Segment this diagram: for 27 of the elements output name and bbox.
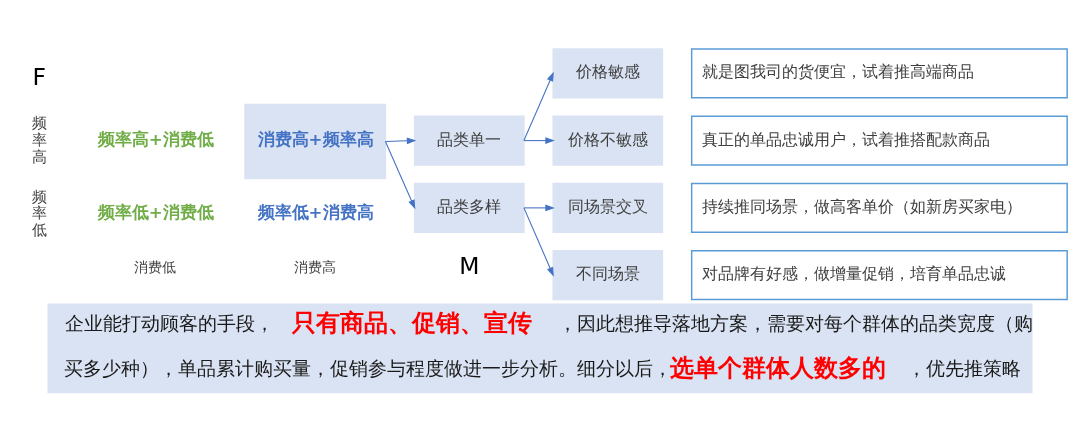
- node-box: 品类多样: [413, 182, 525, 233]
- label: 频率低+消费低: [97, 202, 214, 222]
- arrow: [523, 136, 555, 144]
- node-box: 消费高+频率高: [244, 103, 387, 179]
- label: 消费低: [134, 258, 177, 275]
- label: F: [32, 62, 46, 91]
- label: 频率高: [31, 113, 47, 165]
- label: M: [459, 251, 480, 280]
- node-box: 不同场景: [552, 249, 664, 300]
- node-box: 就是图我司的货便宜，试着推高端商品: [690, 47, 1068, 98]
- label: 频率低: [31, 187, 47, 238]
- node-box: 真正的单品忠诚用户，试着推搭配款商品: [690, 114, 1068, 166]
- caption: 企业能打动顾客的手段，只有商品、促销、宣传，因此想推导落地方案，需要对每个群体的品类宽度（购买多少种），单品累计购买量，促销参与程度做进一步分析。细分以后，选单个群体人数多的，优先推策略: [63, 307, 1033, 382]
- label: 消费高: [294, 258, 337, 275]
- node-box: 对品牌有好感，做增量促销，培育单品忠诚: [690, 249, 1068, 300]
- node-box: 同场景交叉: [552, 182, 664, 233]
- node-box: 持续推同场景，做高客单价（如新房买家电）: [690, 182, 1068, 233]
- arrow: [384, 137, 417, 144]
- arrow: [523, 71, 554, 141]
- arrow: [384, 140, 416, 209]
- label: 频率高+消费低: [97, 129, 214, 149]
- arrow: [523, 204, 555, 211]
- node-box: 价格敏感: [552, 47, 664, 98]
- label: 频率低+消费高: [257, 202, 374, 222]
- node-box: 价格不敏感: [552, 114, 664, 166]
- node-box: 品类单一: [413, 114, 525, 166]
- arrow: [523, 206, 554, 277]
